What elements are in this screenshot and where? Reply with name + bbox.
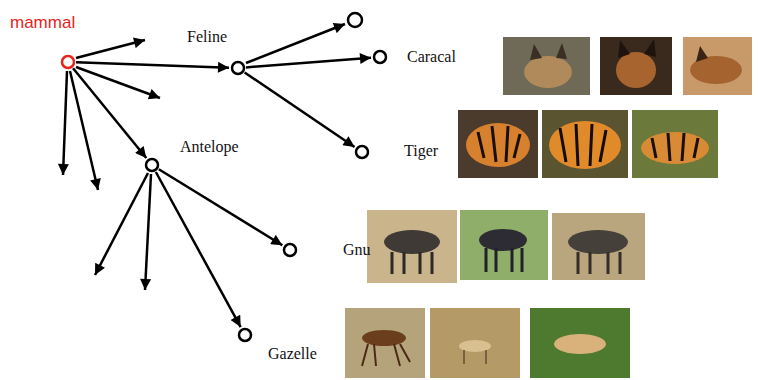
node-circle: [239, 329, 251, 341]
tree-arrow: [76, 62, 229, 67]
node-circle: [284, 244, 296, 256]
node-label: mammal: [10, 14, 75, 33]
circle-outline: [373, 50, 387, 64]
branch-arrow: [145, 174, 151, 290]
leaf-circle: Tiger: [355, 145, 369, 159]
node-circle: [62, 56, 74, 68]
root-circle: mammal: [61, 55, 75, 69]
node-label: Antelope: [180, 138, 239, 156]
branch-arrow: [76, 67, 160, 98]
node-circle: [146, 159, 158, 171]
node-label: Gazelle: [268, 345, 317, 363]
gnu-photos: [367, 210, 645, 283]
node-label: Tiger: [404, 142, 438, 160]
node-label: Feline: [187, 28, 227, 46]
node-label: Gnu: [343, 241, 371, 259]
branch-arrow: [95, 173, 148, 275]
leaf-circle: Gnu: [283, 243, 297, 257]
branch-arrow: [246, 24, 345, 63]
gazelle-photos: [345, 308, 630, 378]
category-circle: Feline: [231, 61, 245, 75]
branch-arrow: [63, 71, 67, 175]
tree-arrow: [73, 68, 146, 158]
branch-arrow: [70, 71, 98, 190]
caracal-photos: [503, 37, 752, 95]
node-circle: [356, 146, 368, 158]
leaf-circle: Caracal: [373, 50, 387, 64]
tiger-photos: [458, 110, 718, 178]
tree-arrow: [159, 169, 283, 245]
leaf-circle: [348, 13, 362, 27]
circle-outline: [145, 158, 159, 172]
node-label: Caracal: [407, 48, 456, 66]
circle-outline: [283, 243, 297, 257]
circle-outline: [238, 328, 252, 342]
branch-arrow: [76, 40, 145, 58]
node-circle: [374, 51, 386, 63]
leaf-circle: Gazelle: [238, 328, 252, 342]
tree-arrow: [245, 72, 355, 146]
node-circle: [232, 62, 244, 74]
category-circle: Antelope: [145, 158, 159, 172]
circle-outline: [61, 55, 75, 69]
tree-arrow: [156, 172, 241, 327]
tree-arrow: [246, 58, 371, 68]
circle-outline: [231, 61, 245, 75]
circle-outline: [355, 145, 369, 159]
